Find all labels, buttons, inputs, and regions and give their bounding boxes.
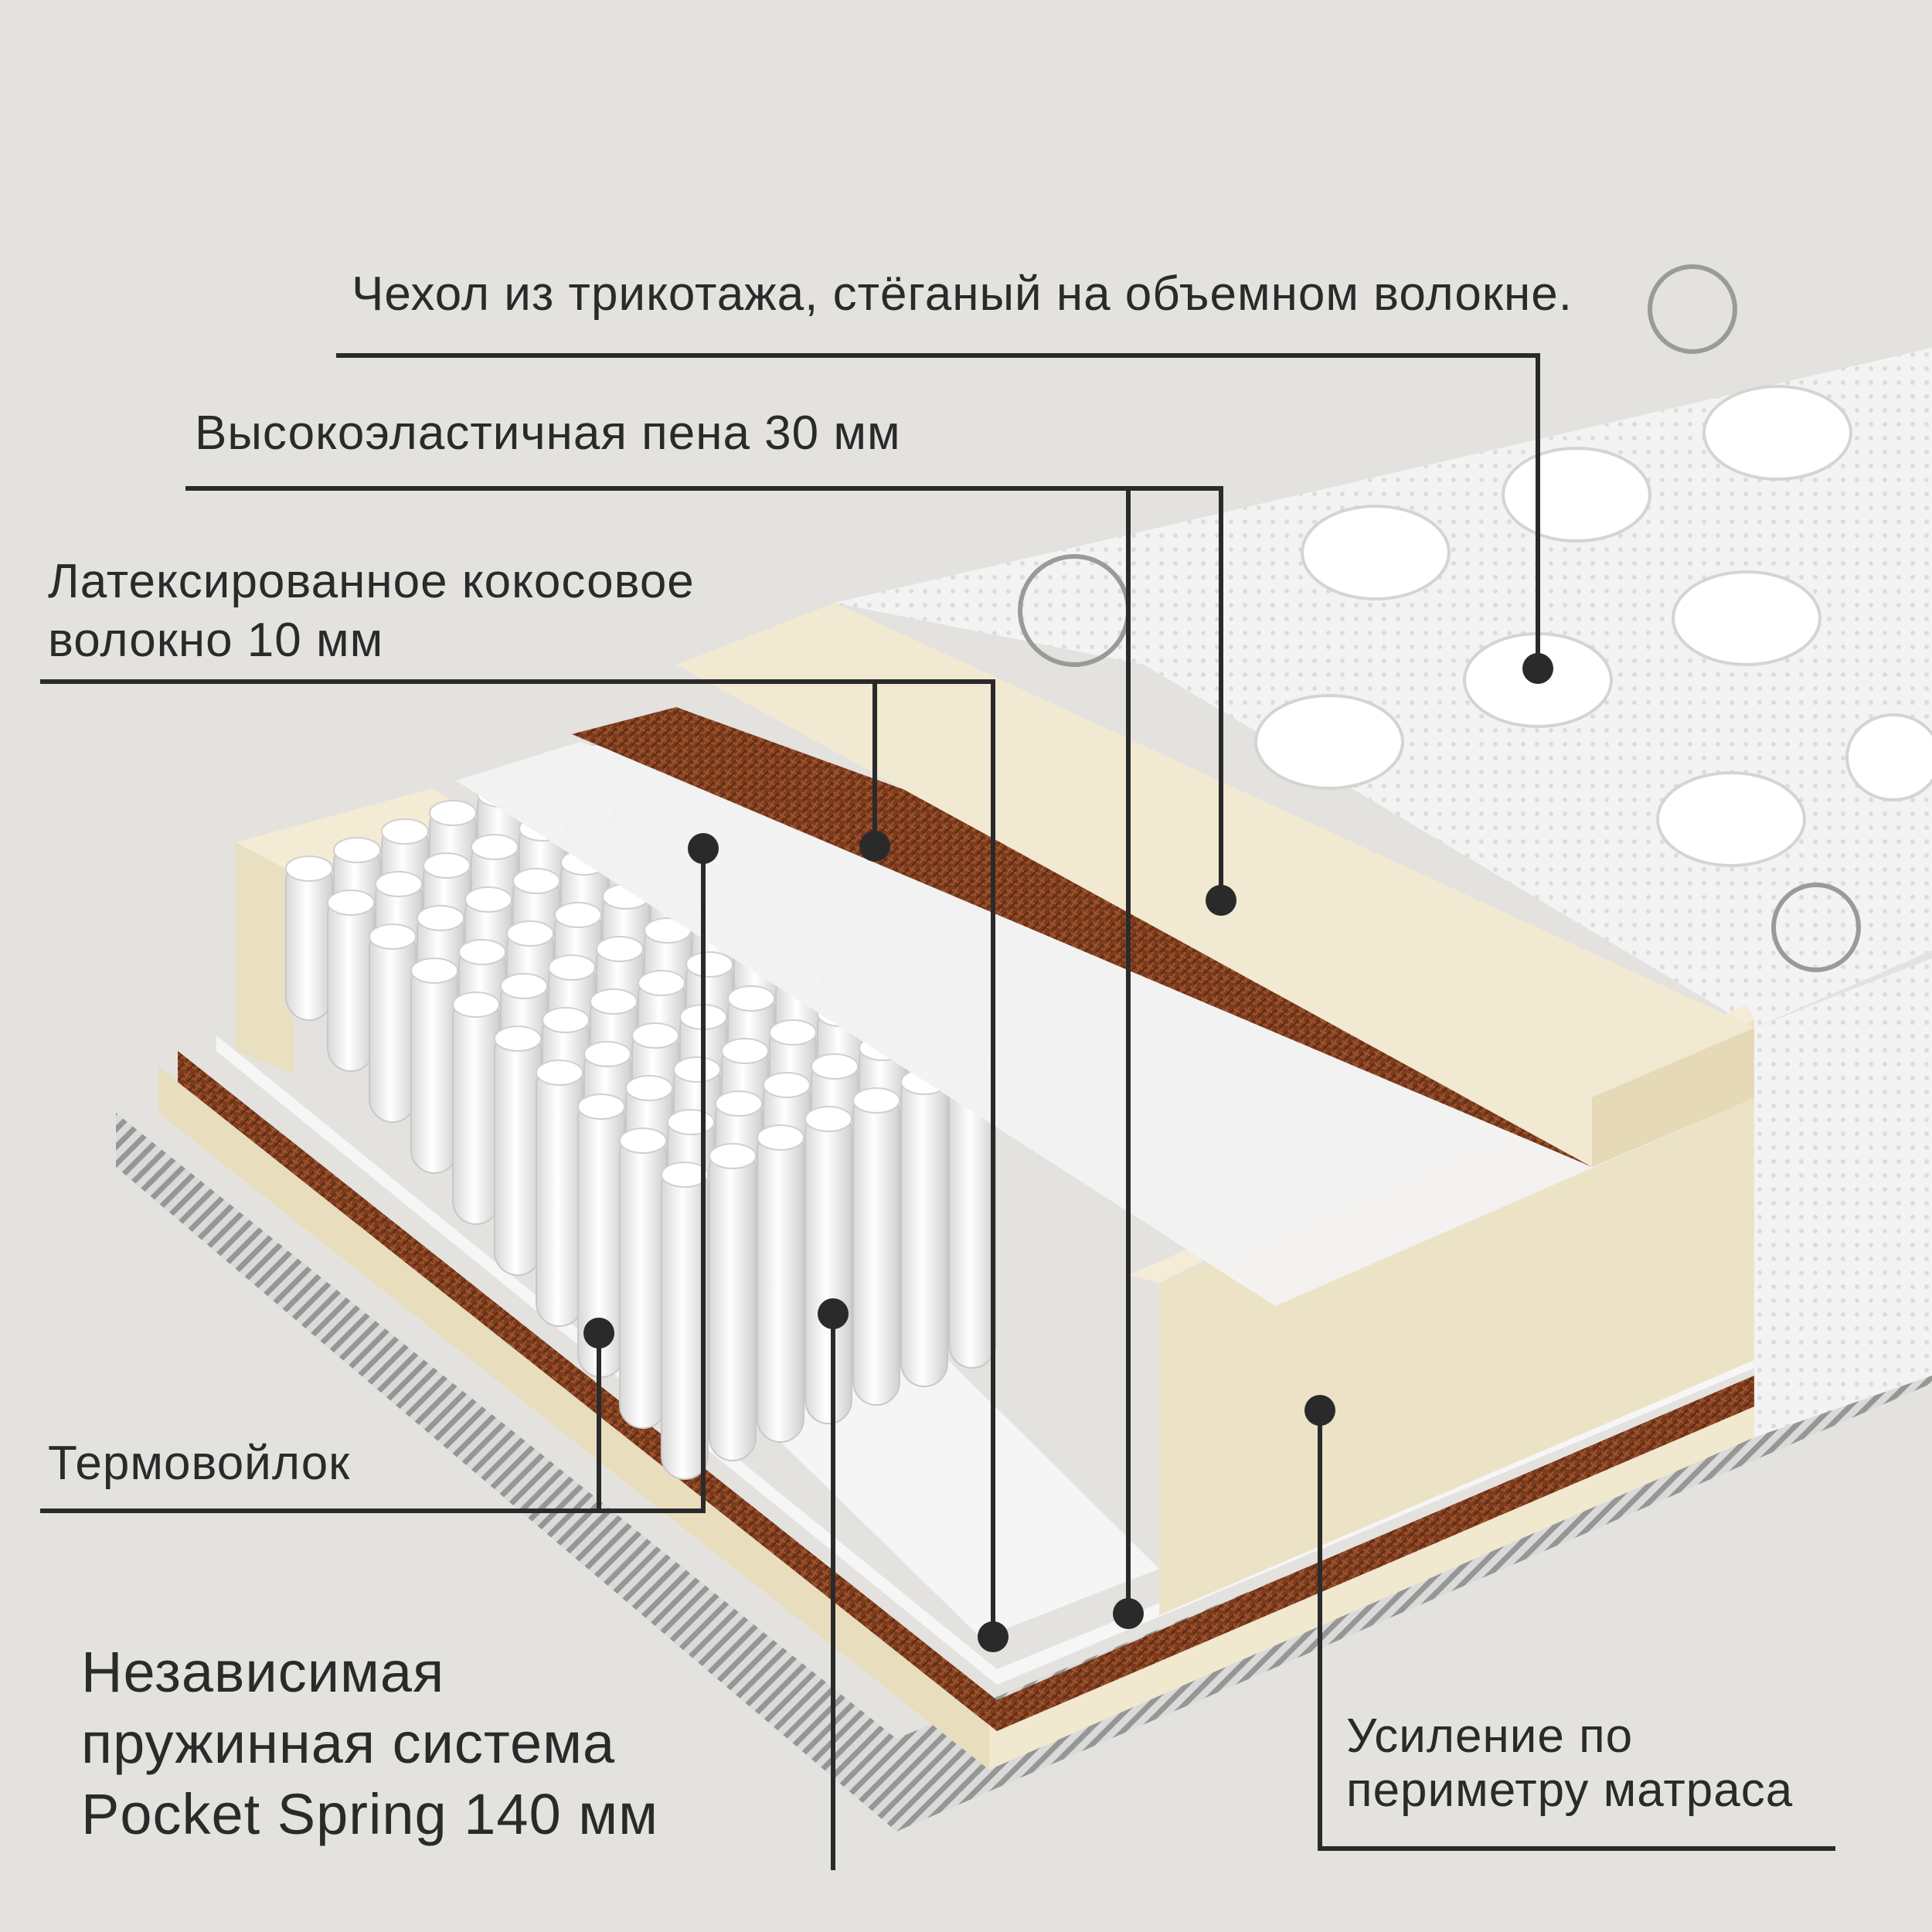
leader-dots bbox=[583, 653, 1553, 1652]
label-coconut-fiber: Латексированное кокосовое волокно 10 мм bbox=[48, 553, 695, 670]
spring-coil bbox=[709, 1143, 757, 1461]
spring-coil bbox=[327, 889, 375, 1072]
label-perimeter-line-2: периметру матраса bbox=[1346, 1764, 1794, 1817]
spring-coil bbox=[619, 1128, 667, 1429]
perimeter-foam-left bbox=[236, 788, 479, 873]
label-thermal-felt: Термовойлок bbox=[48, 1437, 351, 1490]
label-coconut-line-1: Латексированное кокосовое bbox=[48, 555, 695, 608]
label-coconut-line-2: волокно 10 мм bbox=[48, 614, 384, 667]
spring-coil bbox=[285, 855, 333, 1021]
quilted-cover bbox=[835, 348, 1932, 1028]
perimeter-foam-right bbox=[1159, 1020, 1754, 1615]
felt-sheet bbox=[456, 742, 1754, 1306]
spring-coil bbox=[900, 1069, 948, 1387]
label-perimeter-reinforcement: Усиление по периметру матраса bbox=[1346, 1709, 1793, 1818]
spring-coil bbox=[852, 1087, 900, 1406]
spring-coil bbox=[369, 923, 417, 1123]
label-spring-line-3: Pocket Spring 140 мм bbox=[81, 1782, 659, 1846]
base-foam bbox=[158, 1066, 1754, 1770]
pocket-springs bbox=[285, 744, 996, 1480]
spring-coil bbox=[536, 1060, 583, 1327]
spring-coil bbox=[661, 1162, 709, 1480]
leader-lines bbox=[40, 353, 1835, 1870]
spring-coil bbox=[494, 1026, 542, 1276]
spring-coil bbox=[452, 992, 500, 1225]
side-panel bbox=[1754, 958, 1932, 1437]
spring-coil bbox=[757, 1124, 804, 1443]
label-spring-line-2: пружинная система bbox=[81, 1711, 616, 1775]
label-spring-line-1: Независимая bbox=[81, 1640, 445, 1704]
spring-coil bbox=[804, 1106, 852, 1424]
top-foam bbox=[676, 603, 1754, 1167]
quilt-buttons bbox=[1254, 385, 1932, 867]
spring-coil bbox=[410, 957, 458, 1174]
label-perimeter-line-1: Усиление по bbox=[1346, 1709, 1634, 1763]
label-high-elastic-foam: Высокоэластичная пена 30 мм bbox=[195, 406, 901, 460]
label-cover: Чехол из трикотажа, стёганый на объемном… bbox=[352, 267, 1573, 321]
base-coconut bbox=[178, 1051, 1754, 1731]
circle-logo-icon bbox=[1018, 264, 1861, 972]
label-pocket-spring: Независимая пружинная система Pocket Spr… bbox=[81, 1637, 658, 1850]
